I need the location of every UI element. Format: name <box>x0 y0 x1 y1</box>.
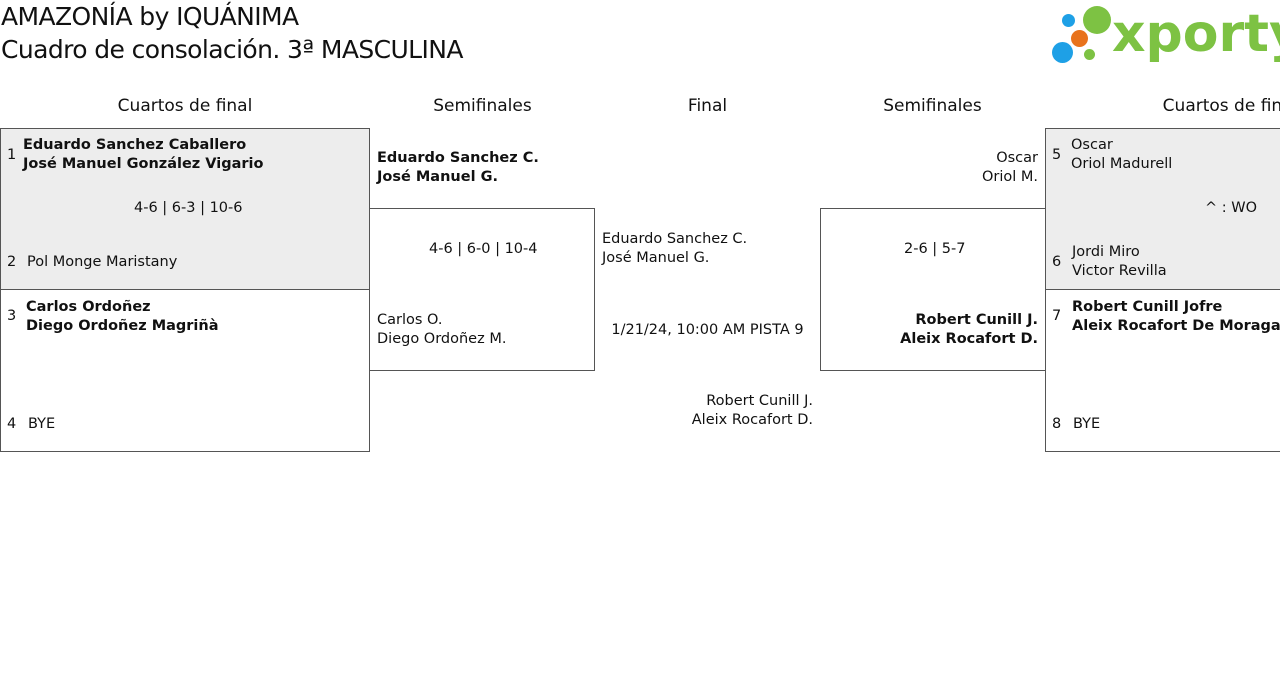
player-name: Aleix Rocafort D. <box>691 412 813 428</box>
player-name: Oscar <box>1071 137 1113 153</box>
column-left-quarterfinals: Cuartos de final <box>117 96 253 116</box>
player-name: Diego Ordoñez Magriñà <box>26 318 219 334</box>
seed-number: 6 <box>1052 254 1062 270</box>
logo-dot-blue-big <box>1052 42 1073 63</box>
player-name: Aleix Rocafort D. <box>900 331 1038 347</box>
seed-number: 8 <box>1052 416 1062 432</box>
player-name: Jordi Miro <box>1072 244 1140 260</box>
player-name: Oriol M. <box>981 169 1038 185</box>
tournament-title: AMAZONÍA by IQUÁNIMA <box>1 2 299 31</box>
match-score: 4-6 | 6-0 | 10-4 <box>429 241 538 257</box>
player-name: José Manuel González Vigario <box>23 156 264 172</box>
player-name: Eduardo Sanchez Caballero <box>23 137 247 153</box>
left-quarter-match-1[interactable] <box>0 128 370 290</box>
column-right-semifinals: Semifinales <box>883 96 982 116</box>
draw-subtitle: Cuadro de consolación. 3ª MASCULINA <box>1 35 463 64</box>
player-name: Robert Cunill J. <box>915 312 1038 328</box>
logo-dot-green-big <box>1083 6 1111 34</box>
logo-dot-orange <box>1071 30 1088 47</box>
player-name: Carlos Ordoñez <box>26 299 151 315</box>
player-name: Oriol Madurell <box>1071 156 1173 172</box>
player-name: José Manuel G. <box>377 169 498 185</box>
logo-wordmark: xporty <box>1112 4 1280 64</box>
player-name: Robert Cunill J. <box>706 393 813 409</box>
logo-dot-green-small <box>1084 49 1095 60</box>
right-quarter-match-1[interactable] <box>1045 128 1280 290</box>
player-name: Robert Cunill Jofre <box>1072 299 1223 315</box>
seed-number: 7 <box>1052 308 1062 324</box>
player-name: José Manuel G. <box>602 250 710 266</box>
seed-number: 2 <box>7 254 17 270</box>
column-left-semifinals: Semifinales <box>433 96 532 116</box>
player-name: Carlos O. <box>377 312 443 328</box>
player-name: BYE <box>28 416 56 432</box>
player-name: Eduardo Sanchez C. <box>377 150 539 166</box>
right-quarter-match-2[interactable] <box>1045 289 1280 452</box>
seed-number: 3 <box>7 308 17 324</box>
match-score: ^ : WO <box>1205 200 1258 216</box>
player-name: Diego Ordoñez M. <box>377 331 507 347</box>
column-right-quarterfinals: Cuartos de final <box>1162 96 1280 116</box>
player-name: Aleix Rocafort De Moragas <box>1072 318 1280 334</box>
match-score: 2-6 | 5-7 <box>904 241 966 257</box>
column-final: Final <box>687 96 728 116</box>
xporty-logo[interactable]: xporty <box>1050 4 1280 68</box>
player-name: Victor Revilla <box>1072 263 1167 279</box>
final-schedule: 1/21/24, 10:00 AM PISTA 9 <box>611 322 804 338</box>
seed-number: 5 <box>1052 147 1062 163</box>
seed-number: 1 <box>7 147 17 163</box>
player-name: Pol Monge Maristany <box>27 254 178 270</box>
player-name: Eduardo Sanchez C. <box>602 231 748 247</box>
seed-number: 4 <box>7 416 17 432</box>
logo-dot-blue-top <box>1062 14 1075 27</box>
player-name: BYE <box>1073 416 1101 432</box>
player-name: Oscar <box>996 150 1038 166</box>
match-score: 4-6 | 6-3 | 10-6 <box>134 200 243 216</box>
left-semifinal-match[interactable] <box>369 208 595 371</box>
